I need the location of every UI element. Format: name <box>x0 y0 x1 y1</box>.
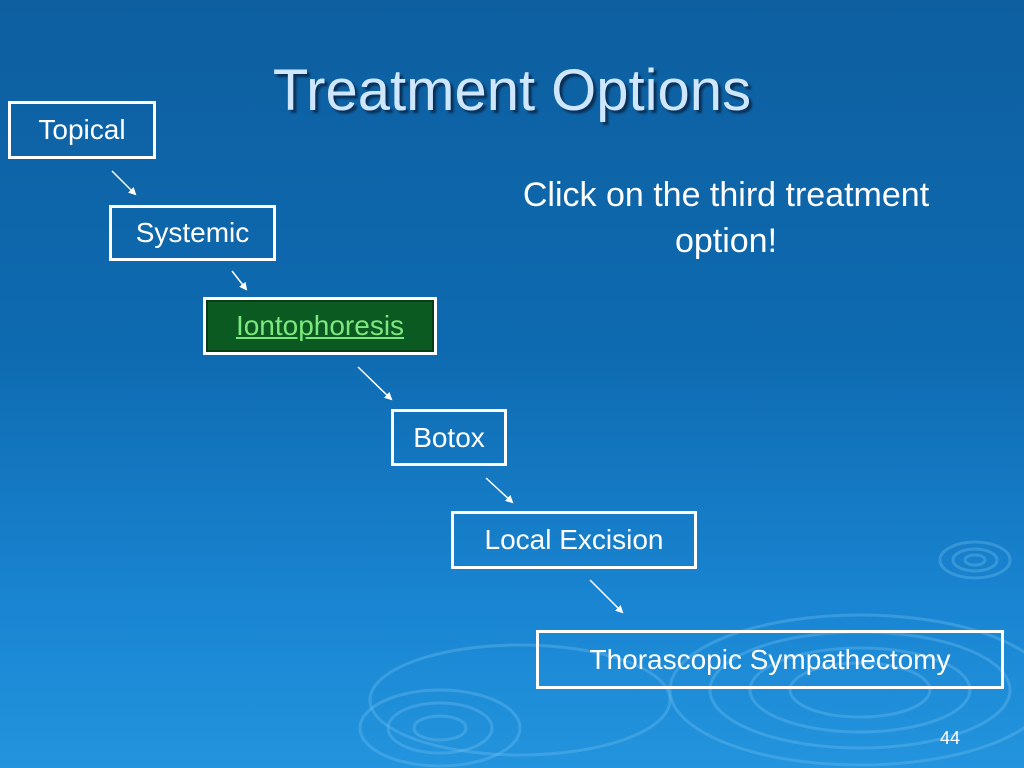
page-number: 44 <box>939 728 961 748</box>
slide-title: Treatment Options <box>272 58 752 123</box>
step-systemic: Systemic <box>109 205 276 261</box>
step-label: Thorascopic Sympathectomy <box>589 643 951 675</box>
step-label: Botox <box>413 421 485 453</box>
arrow-icon <box>485 477 514 504</box>
arrow-icon <box>357 366 393 401</box>
step-label: Systemic <box>135 217 250 248</box>
arrow-icon <box>231 270 248 291</box>
instruction-text: Click on the third treatment option! <box>522 176 930 260</box>
step-label: Topical <box>38 114 126 145</box>
step-iontophoresis[interactable]: Iontophoresis <box>203 297 437 355</box>
step-botox: Botox <box>391 409 507 466</box>
step-thorascopic-sympathectomy: Thorascopic Sympathectomy <box>536 630 1004 689</box>
arrow-icon <box>111 170 137 196</box>
step-topical: Topical <box>8 101 156 159</box>
iontophoresis-link[interactable]: Iontophoresis <box>235 310 405 341</box>
step-local-excision: Local Excision <box>451 511 697 569</box>
step-label: Local Excision <box>484 524 664 555</box>
arrow-icon <box>589 579 624 614</box>
